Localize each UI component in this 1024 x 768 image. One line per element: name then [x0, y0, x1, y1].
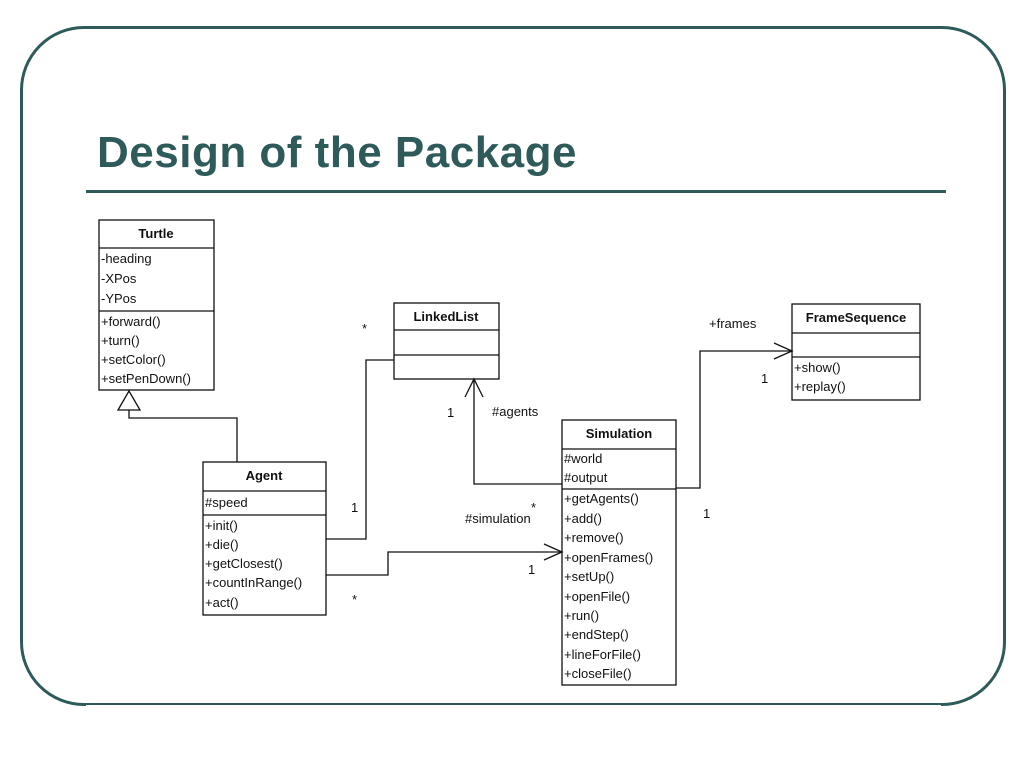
agent-operation: +act(): [205, 595, 239, 610]
bottom-gap: [86, 705, 941, 708]
simulation-operation: +openFile(): [564, 589, 630, 604]
association-frames: [676, 350, 792, 489]
turtle-operation: +setPenDown(): [101, 371, 191, 386]
agent-operation: +getClosest(): [205, 556, 283, 571]
title-underline: [86, 190, 946, 193]
simulation-operation: +lineForFile(): [564, 647, 641, 662]
multiplicity-one: 1: [703, 506, 710, 521]
class-name-agent: Agent: [246, 468, 284, 483]
label-agents: #agents: [492, 404, 539, 419]
slide-frame: [20, 26, 1006, 706]
arrowhead-linkedlist: [464, 377, 484, 398]
simulation-operation: +setUp(): [564, 569, 614, 584]
agent-operation: +die(): [205, 537, 239, 552]
arrowhead-framesequence: [773, 342, 794, 360]
arrowhead-simulation: [543, 543, 564, 561]
class-box-turtle[interactable]: [98, 219, 215, 391]
multiplicity-star: *: [352, 592, 357, 607]
multiplicity-one: 1: [761, 371, 768, 386]
multiplicity-one: 1: [528, 562, 535, 577]
class-name-turtle: Turtle: [138, 226, 173, 241]
association-agent-simulation: [326, 551, 562, 576]
agent-operation: +init(): [205, 518, 238, 533]
turtle-attribute: -heading: [101, 251, 152, 266]
inheritance-line: [128, 410, 238, 462]
simulation-operation: +endStep(): [564, 627, 629, 642]
turtle-operation: +forward(): [101, 314, 161, 329]
framesequence-operation: +show(): [794, 360, 841, 375]
simulation-operation: +add(): [564, 511, 602, 526]
agent-operation: +countInRange(): [205, 575, 302, 590]
association-agents: [473, 379, 562, 485]
multiplicity-one: 1: [351, 500, 358, 515]
simulation-operation: +openFrames(): [564, 550, 653, 565]
turtle-attribute: -YPos: [101, 291, 137, 306]
simulation-operation: +run(): [564, 608, 599, 623]
simulation-operation: +closeFile(): [564, 666, 632, 681]
label-simulation: #simulation: [465, 511, 531, 526]
multiplicity-one: 1: [447, 405, 454, 420]
turtle-operation: +turn(): [101, 333, 140, 348]
framesequence-operation: +replay(): [794, 379, 846, 394]
inheritance-arrowhead: [116, 389, 142, 411]
class-box-framesequence[interactable]: [791, 303, 921, 401]
turtle-operation: +setColor(): [101, 352, 166, 367]
simulation-operation: +getAgents(): [564, 491, 639, 506]
slide-title: Design of the Package: [97, 128, 577, 177]
simulation-attribute: #output: [564, 470, 608, 485]
class-name-framesequence: FrameSequence: [806, 310, 906, 325]
turtle-attribute: -XPos: [101, 271, 137, 286]
class-name-simulation: Simulation: [586, 426, 653, 441]
association-agent-linkedlist: [326, 359, 394, 540]
class-name-linkedlist: LinkedList: [413, 309, 479, 324]
class-box-linkedlist[interactable]: [393, 302, 500, 380]
multiplicity-star: *: [362, 321, 367, 336]
label-frames: +frames: [709, 316, 757, 331]
multiplicity-star: *: [531, 500, 536, 515]
agent-attribute: #speed: [205, 495, 248, 510]
simulation-operation: +remove(): [564, 530, 624, 545]
simulation-attribute: #world: [564, 451, 602, 466]
